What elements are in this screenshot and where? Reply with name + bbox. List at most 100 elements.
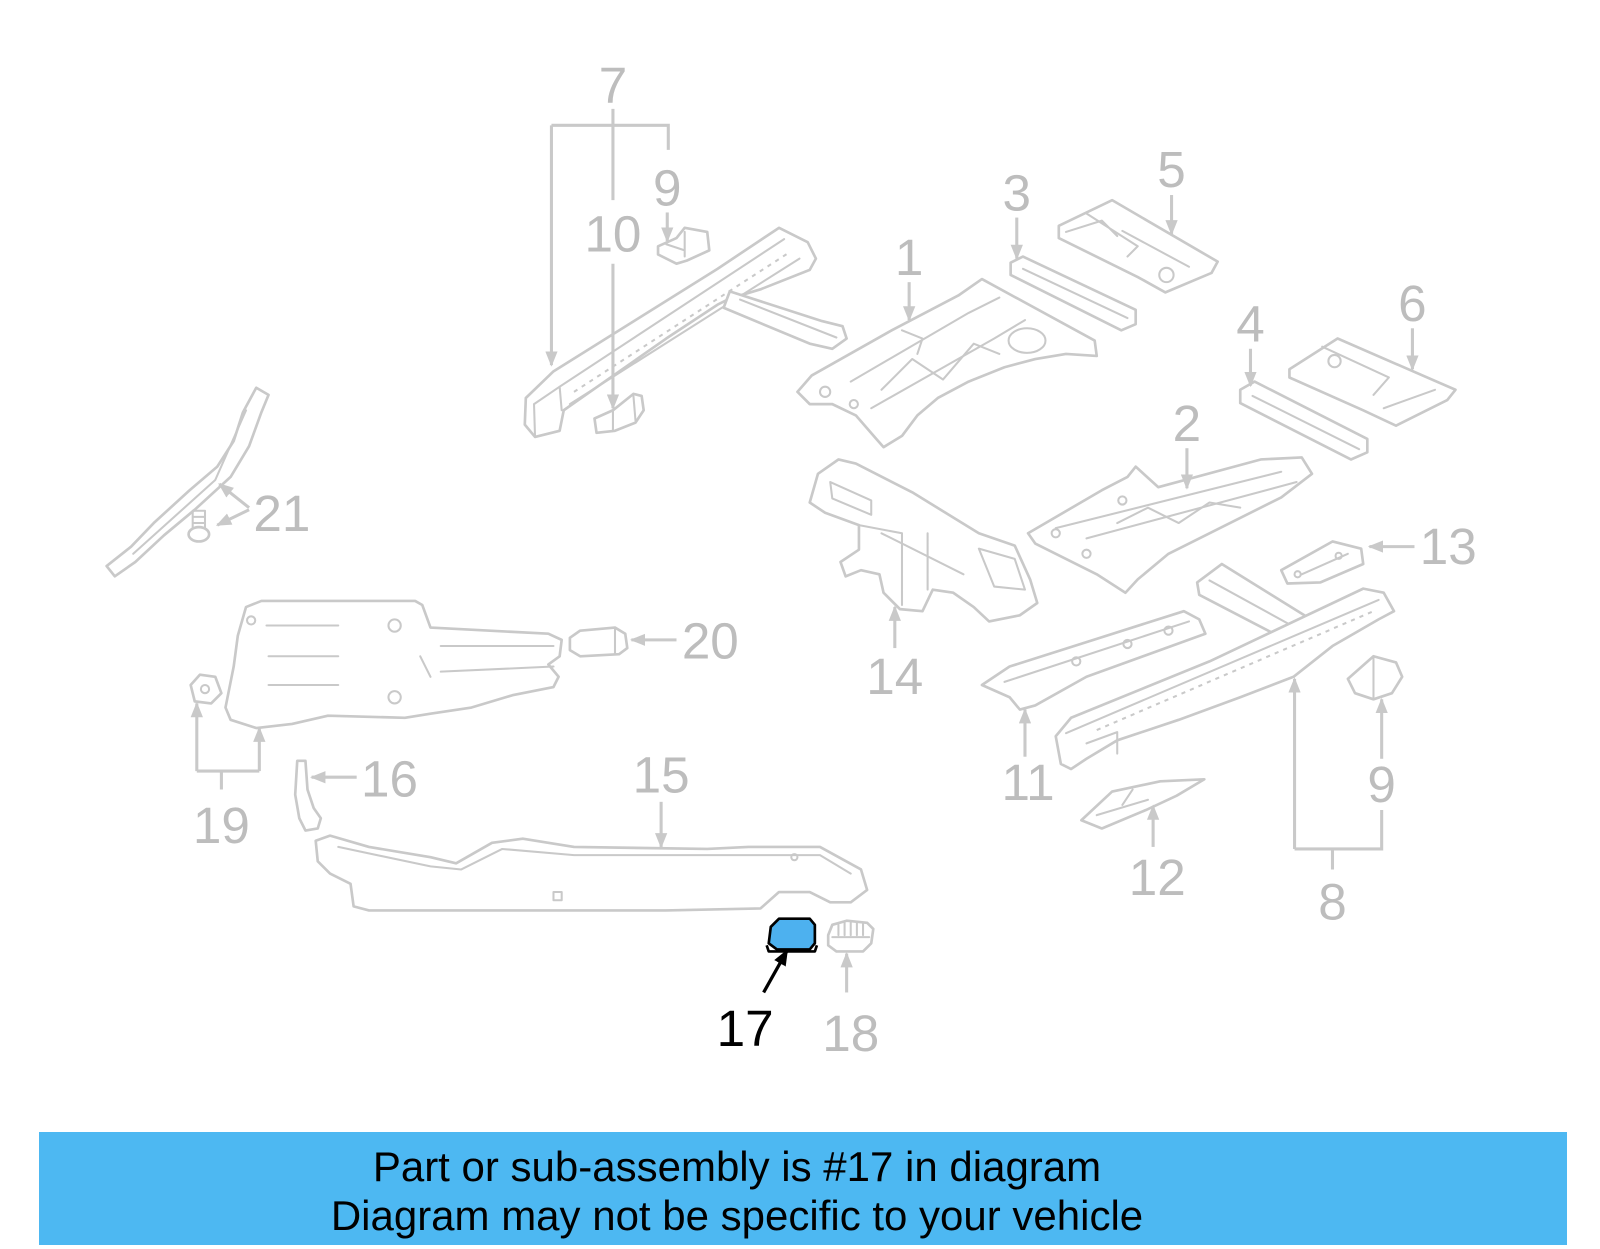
part-7-front-rail — [523, 226, 848, 439]
leader-8-bracket — [1294, 810, 1384, 870]
part-7-ribs — [573, 251, 790, 393]
part-2-hole — [1117, 495, 1128, 506]
callout-14: 14 — [866, 648, 923, 705]
callout-19: 19 — [193, 797, 250, 854]
callout-1: 1 — [895, 229, 923, 286]
part-10-outline — [593, 392, 646, 435]
part-21-outline — [105, 386, 270, 578]
leader-19-bracket — [196, 769, 260, 790]
part-6-outline — [1288, 337, 1457, 427]
callout-9-lower: 9 — [1367, 756, 1396, 813]
part-19-hole — [245, 615, 257, 626]
callout-10: 10 — [584, 205, 641, 262]
part-10-bracket — [593, 392, 646, 435]
part-2-rear-floor-pan — [1026, 456, 1314, 595]
part-8-outline — [1054, 587, 1396, 771]
callout-18: 18 — [822, 1005, 879, 1062]
part-11-hole — [1071, 656, 1082, 667]
part-19-underbody-shield — [189, 599, 564, 730]
part-3-edge — [1021, 267, 1129, 320]
part-20-outline — [568, 626, 629, 658]
part-11-outline — [980, 609, 1207, 711]
part-16-outline — [293, 759, 323, 832]
callout-7: 7 — [599, 57, 628, 114]
part-19-outline — [224, 599, 564, 730]
part-2-outline — [1026, 456, 1314, 595]
callout-12: 12 — [1129, 849, 1186, 906]
banner-line-part-number: Part or sub-assembly is #17 in diagram — [372, 1143, 1102, 1190]
part-2-hole — [1081, 548, 1092, 559]
part-9-lower-bracket — [1346, 654, 1404, 701]
part-1-opening — [1007, 327, 1047, 354]
part-20-clip — [568, 626, 629, 658]
callout-3: 3 — [1003, 164, 1032, 221]
part-19-hole — [387, 618, 402, 633]
part-11-hole — [1122, 638, 1133, 650]
part-8-end-face — [1085, 731, 1119, 755]
info-banner: Part or sub-assembly is #17 in diagram D… — [39, 1132, 1567, 1245]
part-14-details — [857, 524, 965, 607]
part-13-hole — [1334, 551, 1343, 560]
banner-text: Part or sub-assembly is #17 in diagram D… — [39, 1132, 1435, 1240]
part-13-hole — [1293, 570, 1302, 579]
part-1-bracing — [880, 329, 1001, 391]
part-9-upper-fold — [665, 230, 686, 258]
part-6-floor-patch — [1288, 337, 1457, 427]
callout-20: 20 — [682, 612, 739, 669]
callout-6: 6 — [1398, 275, 1427, 332]
leader-21-bracket — [218, 482, 251, 509]
part-15-hole — [790, 853, 799, 862]
part-18-pad — [826, 919, 875, 953]
part-1-tunnel — [849, 296, 1027, 410]
callout-15: 15 — [633, 747, 690, 804]
part-17-rim — [765, 944, 819, 953]
part-15-top-edge — [337, 845, 852, 875]
callout-17: 17 — [717, 1000, 774, 1057]
part-13-outline — [1279, 540, 1365, 585]
part-12-reinforcement — [1080, 777, 1206, 830]
leader-lines — [190, 108, 1419, 994]
callout-2: 2 — [1173, 395, 1202, 452]
part-12-outline — [1080, 777, 1206, 830]
callout-5: 5 — [1157, 141, 1186, 198]
bolt-shaft — [191, 509, 207, 531]
part-8-top-edge — [1064, 598, 1380, 735]
part-11-rail-section — [980, 609, 1207, 711]
part-11-hole — [1163, 625, 1174, 636]
part-19-clip — [189, 673, 223, 705]
callout-21: 21 — [253, 485, 310, 542]
part-2-hole — [1050, 528, 1061, 539]
part-1-outline — [796, 277, 1099, 449]
part-19-hole — [387, 690, 402, 705]
leader-17 — [762, 949, 789, 994]
part-13-bracket — [1279, 540, 1365, 585]
part-14-crossmember-assembly — [808, 458, 1039, 623]
part-18-hatching — [831, 921, 871, 939]
part-17-highlighted — [765, 917, 819, 953]
banner-line-disclaimer: Diagram may not be specific to your vehi… — [330, 1192, 1144, 1239]
part-9-lower-outline — [1346, 654, 1404, 701]
part-7-crossbar-edge — [739, 298, 838, 339]
callout-labels: 7 9 10 1 3 5 4 6 2 21 13 20 14 11 9 16 1… — [193, 57, 1477, 1062]
part-7-end-face — [532, 238, 786, 438]
part-15-tab — [552, 890, 563, 902]
part-8-rear-rail — [1054, 562, 1396, 771]
part-1-hole — [848, 399, 859, 410]
part-1-hole — [818, 385, 832, 398]
part-11-edge — [1003, 620, 1191, 683]
part-4-edge — [1251, 394, 1361, 451]
part-17-outline — [767, 917, 817, 951]
part-15-outline — [314, 834, 869, 912]
part-19-ribs — [265, 624, 555, 686]
part-21-edge — [132, 409, 248, 555]
part-16-bracket — [293, 759, 323, 832]
part-9-upper-bracket — [656, 226, 711, 266]
bolt-head — [187, 525, 211, 543]
part-2-tunnel — [1054, 470, 1298, 540]
callout-16: 16 — [361, 751, 418, 808]
part-6-hole — [1327, 353, 1342, 369]
leader-7-bracket — [551, 123, 670, 150]
part-14-opening — [829, 481, 873, 516]
callout-11: 11 — [1001, 754, 1054, 811]
